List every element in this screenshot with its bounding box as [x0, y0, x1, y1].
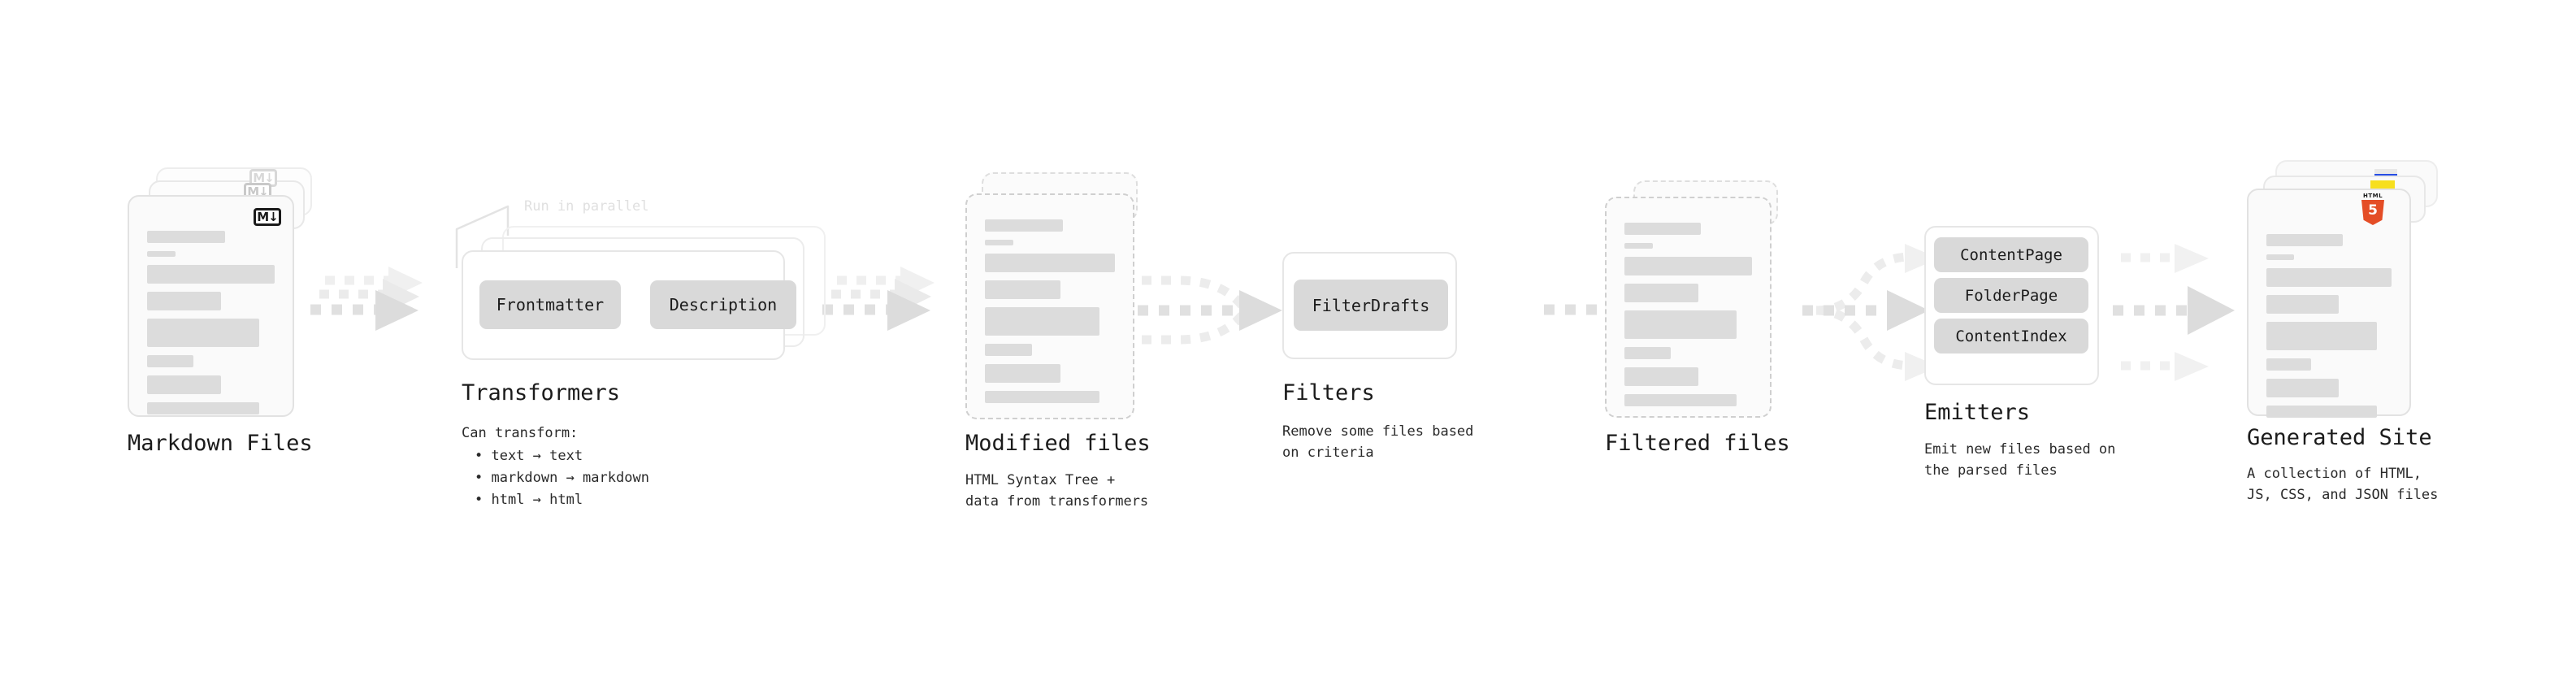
bar — [2266, 268, 2392, 287]
filtered-card-bars — [1624, 223, 1752, 414]
bar — [985, 391, 1099, 403]
bar — [2266, 234, 2343, 246]
bar — [1624, 347, 1671, 359]
bar — [147, 231, 225, 243]
filters-chip-filterdrafts[interactable]: FilterDrafts — [1294, 280, 1448, 331]
generated-site-title: Generated Site — [2247, 425, 2432, 450]
transformers-bullet-2: • html → html — [475, 492, 583, 508]
bar — [1624, 223, 1702, 235]
html5-icon: HTML 5 — [2361, 193, 2385, 225]
generated-site-sub: A collection of HTML, JS, CSS, and JSON … — [2247, 466, 2439, 504]
modified-files-sub: HTML Syntax Tree + data from transformer… — [965, 472, 1149, 510]
bar — [2266, 379, 2340, 397]
html5-icon-shield: 5 — [2361, 200, 2384, 225]
bar — [985, 240, 1014, 245]
emitters-title: Emitters — [1924, 400, 2031, 425]
bar — [985, 254, 1115, 272]
emitters-chip-contentindex[interactable]: ContentIndex — [1934, 319, 2088, 354]
bar — [2266, 322, 2377, 350]
site-card-bars — [2266, 234, 2392, 426]
bar — [1624, 284, 1699, 302]
markdown-card-bars — [147, 231, 275, 423]
transformers-sub-heading: Can transform: — [462, 425, 579, 441]
bar — [147, 251, 176, 257]
filtered-card-front — [1605, 197, 1772, 418]
bar — [147, 319, 260, 347]
bar — [985, 307, 1099, 336]
arrow-transformers-to-modified — [822, 267, 935, 331]
modified-card-front — [965, 193, 1134, 419]
bar — [2266, 358, 2312, 371]
bar — [985, 219, 1063, 232]
transformer-chip-frontmatter[interactable]: Frontmatter — [479, 280, 621, 329]
bar — [1624, 394, 1737, 406]
bar — [1624, 243, 1653, 249]
markdown-files-title: Markdown Files — [128, 431, 313, 456]
emitters-sub: Emit new files based on the parsed files — [1924, 441, 2116, 479]
bar — [985, 280, 1060, 299]
bar — [2266, 254, 2294, 260]
bar — [2266, 295, 2340, 314]
arrow-emitters-to-site — [2113, 244, 2235, 381]
bar — [1624, 310, 1737, 339]
bar — [147, 375, 222, 394]
site-card-front — [2247, 189, 2411, 418]
transformers-bullet-0: • text → text — [475, 448, 583, 464]
transformers-title: Transformers — [462, 380, 621, 406]
markdown-icon: M↓ — [254, 208, 281, 226]
emitters-chip-contentpage[interactable]: ContentPage — [1934, 237, 2088, 272]
run-in-parallel-label: Run in parallel — [524, 198, 649, 215]
bar — [147, 265, 275, 284]
modified-files-title: Modified files — [965, 431, 1151, 456]
bar — [147, 402, 260, 414]
bar — [1624, 257, 1752, 275]
arrow-modified-to-filters — [1138, 275, 1282, 345]
bar — [985, 364, 1060, 383]
filters-sub: Remove some files based on criteria — [1282, 423, 1474, 462]
bar — [2266, 406, 2377, 418]
filtered-files-title: Filtered files — [1605, 431, 1790, 456]
bar — [147, 355, 193, 367]
bar — [985, 344, 1032, 356]
arrow-filtered-to-emitters — [1802, 244, 1939, 381]
filters-title: Filters — [1282, 380, 1375, 406]
markdown-card-front: M↓ — [128, 195, 294, 417]
transformers-bullet-1: • markdown → markdown — [475, 470, 649, 486]
emitters-chip-folderpage[interactable]: FolderPage — [1934, 278, 2088, 313]
bar — [147, 292, 222, 310]
transformer-chip-description[interactable]: Description — [650, 280, 796, 329]
arrow-markdown-to-transformers — [310, 267, 423, 331]
bar — [1624, 367, 1699, 386]
modified-card-bars — [985, 219, 1115, 411]
html5-icon-label: HTML — [2362, 193, 2383, 199]
